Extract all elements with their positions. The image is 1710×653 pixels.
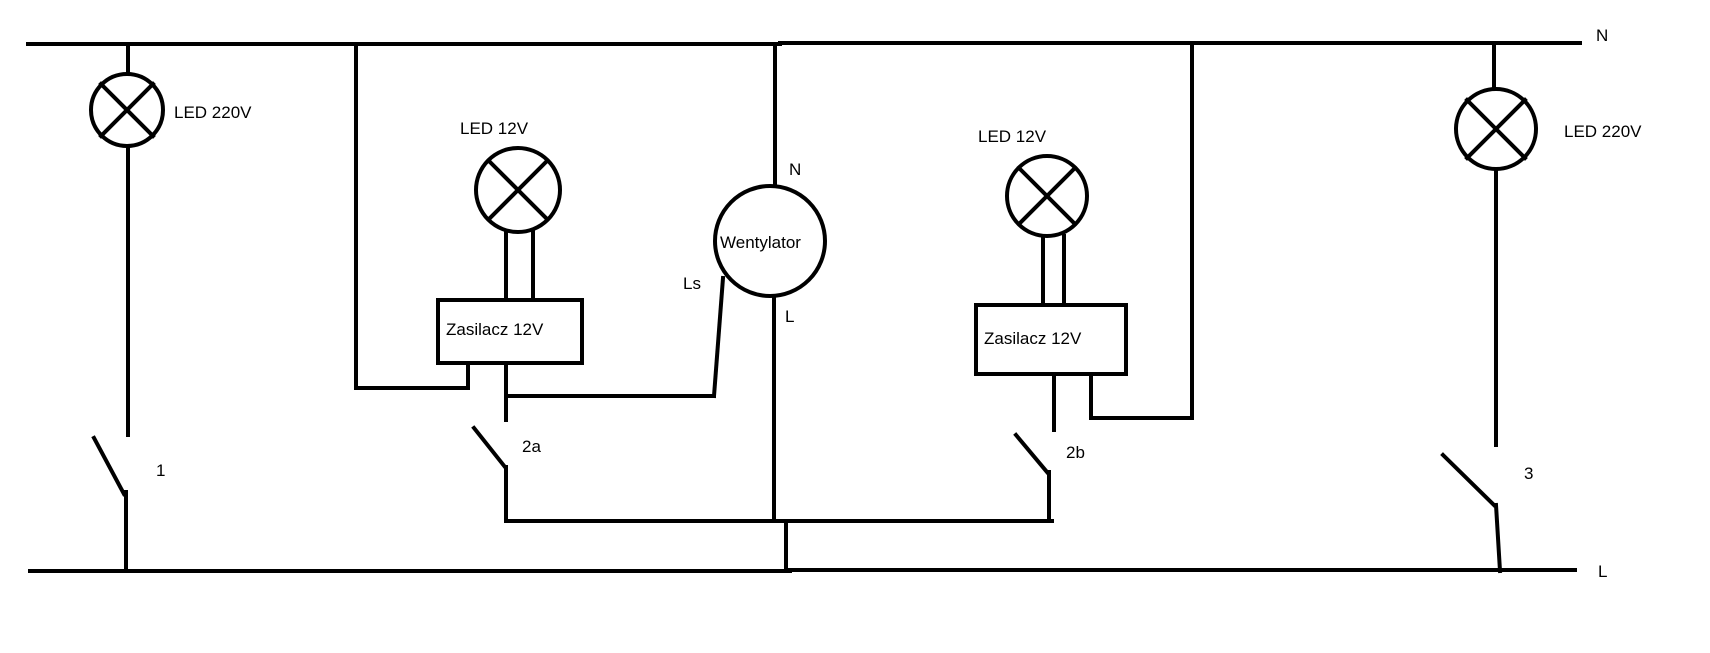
psu-a-label: Zasilacz 12V (446, 320, 544, 339)
switch-2a-label: 2a (522, 437, 541, 456)
switch-1-label: 1 (156, 461, 165, 480)
fan-n-label: N (789, 160, 801, 179)
led-220v-left-lamp (89, 72, 165, 148)
switch-1 (91, 435, 128, 573)
neutral-rail-label: N (1596, 26, 1608, 45)
led-220v-right-label: LED 220V (1564, 122, 1642, 141)
led-220v-right-lamp (1454, 87, 1538, 171)
branch-2a: LED 12V Zasilacz 12V 2a (354, 42, 716, 523)
switch-2b-label: 2b (1066, 443, 1085, 462)
switch-3 (1440, 452, 1503, 574)
led-220v-left-label: LED 220V (174, 103, 252, 122)
live-rail: L (28, 562, 1607, 581)
branch-2b: LED 12V Zasilacz 12V 2b (974, 41, 1194, 523)
psu-b-label: Zasilacz 12V (984, 329, 1082, 348)
fan-ls-label: Ls (683, 274, 701, 293)
live-rail-label: L (1598, 562, 1607, 581)
fan-label: Wentylator (720, 233, 801, 252)
led-12v-b-label: LED 12V (978, 127, 1047, 146)
psu-b-box: Zasilacz 12V (974, 303, 1128, 376)
switch-2a (471, 425, 508, 523)
fan: Wentylator N L Ls (504, 42, 1054, 573)
led-12v-b-lamp (1005, 154, 1089, 238)
switch-2b (1013, 432, 1051, 523)
led-12v-a-lamp (474, 146, 562, 234)
led-12v-a-label: LED 12V (460, 119, 529, 138)
branch-1: LED 220V 1 (89, 42, 252, 573)
fan-l-label: L (785, 307, 794, 326)
branch-3: LED 220V 3 (1440, 41, 1642, 574)
switch-3-label: 3 (1524, 464, 1533, 483)
neutral-rail: N (26, 26, 1608, 46)
psu-a-box: Zasilacz 12V (436, 298, 584, 365)
